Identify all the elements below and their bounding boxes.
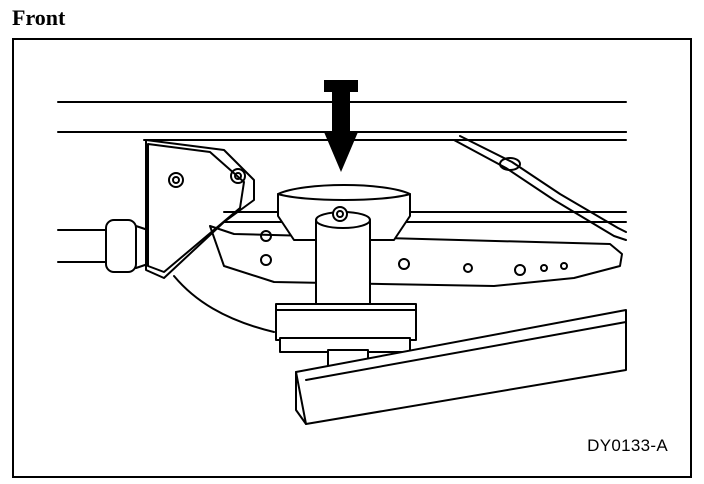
jack-post <box>315 206 371 305</box>
down-arrow-icon <box>324 80 358 172</box>
spring-plate <box>173 225 623 333</box>
jack-collar <box>275 303 417 373</box>
illustration <box>57 80 627 425</box>
figure-heading: Front <box>12 5 66 30</box>
lower-beam <box>295 309 627 425</box>
figure-frame: DY0133-A <box>12 38 692 478</box>
axle-stub <box>57 219 149 273</box>
brake-line <box>453 135 627 241</box>
figure-reference-id: DY0133-A <box>587 436 668 455</box>
mounting-bracket <box>147 143 246 273</box>
